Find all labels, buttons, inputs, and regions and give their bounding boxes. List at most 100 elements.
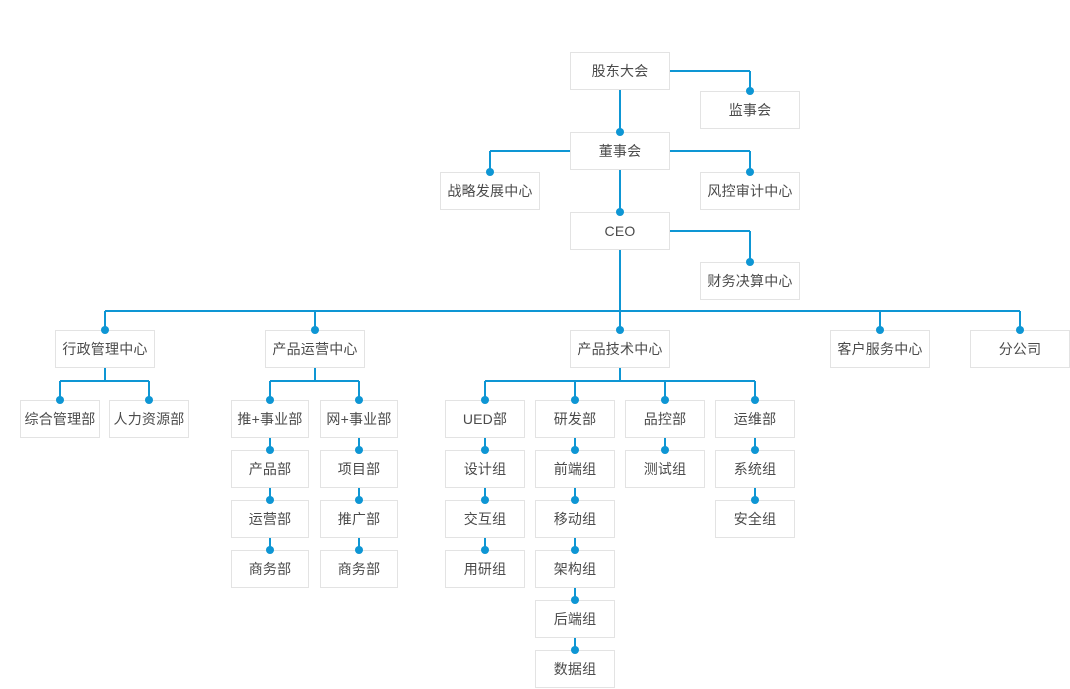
org-node-label: 推广部 bbox=[337, 511, 381, 527]
org-node-label: 商务部 bbox=[248, 561, 292, 577]
org-node[interactable]: 综合管理部 bbox=[20, 400, 100, 438]
org-node-label: 测试组 bbox=[643, 461, 687, 477]
connector-dot-icon bbox=[481, 546, 489, 554]
connector-dot-icon bbox=[355, 496, 363, 504]
connector-dot-icon bbox=[616, 208, 624, 216]
connector-dot-icon bbox=[746, 168, 754, 176]
org-node[interactable]: 客户服务中心 bbox=[830, 330, 930, 368]
org-node-label: 监事会 bbox=[728, 102, 772, 118]
org-node[interactable]: 数据组 bbox=[535, 650, 615, 688]
org-node[interactable]: 人力资源部 bbox=[109, 400, 189, 438]
org-node-label: 安全组 bbox=[733, 511, 777, 527]
org-node-label: 架构组 bbox=[553, 561, 597, 577]
org-node-label: 股东大会 bbox=[591, 63, 649, 79]
org-node[interactable]: 财务决算中心 bbox=[700, 262, 800, 300]
connector-dot-icon bbox=[1016, 326, 1024, 334]
org-node[interactable]: 前端组 bbox=[535, 450, 615, 488]
connector-dot-icon bbox=[616, 326, 624, 334]
org-node[interactable]: 网+事业部 bbox=[320, 400, 398, 438]
connector-dot-icon bbox=[266, 446, 274, 454]
org-node[interactable]: 商务部 bbox=[231, 550, 309, 588]
connector-dot-icon bbox=[751, 446, 759, 454]
org-node[interactable]: 系统组 bbox=[715, 450, 795, 488]
org-node-label: 综合管理部 bbox=[24, 411, 96, 427]
connector-dot-icon bbox=[661, 446, 669, 454]
org-node[interactable]: 研发部 bbox=[535, 400, 615, 438]
org-node-label: 前端组 bbox=[553, 461, 597, 477]
connector-dot-icon bbox=[355, 446, 363, 454]
org-node[interactable]: 运营部 bbox=[231, 500, 309, 538]
org-node-label: 运营部 bbox=[248, 511, 292, 527]
org-node[interactable]: 风控审计中心 bbox=[700, 172, 800, 210]
org-node-label: 推+事业部 bbox=[237, 411, 303, 427]
org-node[interactable]: 用研组 bbox=[445, 550, 525, 588]
org-node-label: 产品技术中心 bbox=[577, 341, 663, 357]
org-node[interactable]: 产品部 bbox=[231, 450, 309, 488]
connector-dot-icon bbox=[746, 258, 754, 266]
connector-dot-icon bbox=[571, 396, 579, 404]
org-node-label: 研发部 bbox=[553, 411, 597, 427]
org-node[interactable]: 产品运营中心 bbox=[265, 330, 365, 368]
org-node-label: 系统组 bbox=[733, 461, 777, 477]
connector-dot-icon bbox=[101, 326, 109, 334]
org-node-label: 人力资源部 bbox=[113, 411, 185, 427]
org-node[interactable]: CEO bbox=[570, 212, 670, 250]
org-node-label: 产品部 bbox=[248, 461, 292, 477]
org-node[interactable]: 交互组 bbox=[445, 500, 525, 538]
org-node[interactable]: 项目部 bbox=[320, 450, 398, 488]
org-node[interactable]: 移动组 bbox=[535, 500, 615, 538]
org-node-label: 商务部 bbox=[337, 561, 381, 577]
org-node[interactable]: 战略发展中心 bbox=[440, 172, 540, 210]
connector-dot-icon bbox=[751, 496, 759, 504]
org-node-label: 战略发展中心 bbox=[447, 183, 533, 199]
org-node[interactable]: 安全组 bbox=[715, 500, 795, 538]
connector-dot-icon bbox=[56, 396, 64, 404]
org-node[interactable]: 推+事业部 bbox=[231, 400, 309, 438]
connector-dot-icon bbox=[486, 168, 494, 176]
connector-dot-icon bbox=[571, 646, 579, 654]
connector-dot-icon bbox=[266, 496, 274, 504]
org-node[interactable]: 设计组 bbox=[445, 450, 525, 488]
connector-dot-icon bbox=[571, 596, 579, 604]
connector-dot-icon bbox=[661, 396, 669, 404]
connector-dot-icon bbox=[876, 326, 884, 334]
org-node-label: UED部 bbox=[462, 411, 508, 427]
org-node[interactable]: 董事会 bbox=[570, 132, 670, 170]
org-node[interactable]: 分公司 bbox=[970, 330, 1070, 368]
org-node-label: 财务决算中心 bbox=[707, 273, 793, 289]
org-node[interactable]: 产品技术中心 bbox=[570, 330, 670, 368]
org-node-label: 产品运营中心 bbox=[272, 341, 358, 357]
org-node-label: 设计组 bbox=[463, 461, 507, 477]
org-node[interactable]: 运维部 bbox=[715, 400, 795, 438]
org-node[interactable]: 架构组 bbox=[535, 550, 615, 588]
org-node-label: 风控审计中心 bbox=[707, 183, 793, 199]
connector-dot-icon bbox=[355, 546, 363, 554]
org-node-label: 移动组 bbox=[553, 511, 597, 527]
org-node[interactable]: 测试组 bbox=[625, 450, 705, 488]
org-node-label: 后端组 bbox=[553, 611, 597, 627]
connector-dot-icon bbox=[266, 396, 274, 404]
org-node[interactable]: 品控部 bbox=[625, 400, 705, 438]
org-node[interactable]: 监事会 bbox=[700, 91, 800, 129]
org-node[interactable]: 行政管理中心 bbox=[55, 330, 155, 368]
org-node[interactable]: UED部 bbox=[445, 400, 525, 438]
org-node-label: 客户服务中心 bbox=[837, 341, 923, 357]
org-node-label: 品控部 bbox=[643, 411, 687, 427]
org-node-label: 董事会 bbox=[598, 143, 642, 159]
org-node[interactable]: 股东大会 bbox=[570, 52, 670, 90]
org-node-label: 交互组 bbox=[463, 511, 507, 527]
connector-dot-icon bbox=[481, 446, 489, 454]
org-node[interactable]: 后端组 bbox=[535, 600, 615, 638]
org-node[interactable]: 商务部 bbox=[320, 550, 398, 588]
org-node-label: 分公司 bbox=[998, 341, 1042, 357]
org-node[interactable]: 推广部 bbox=[320, 500, 398, 538]
connector-dot-icon bbox=[746, 87, 754, 95]
connector-dot-icon bbox=[571, 496, 579, 504]
org-node-label: 网+事业部 bbox=[326, 411, 392, 427]
connector-dot-icon bbox=[311, 326, 319, 334]
connector-dot-icon bbox=[481, 396, 489, 404]
connector-dot-icon bbox=[616, 128, 624, 136]
org-node-label: 用研组 bbox=[463, 561, 507, 577]
org-node-label: 运维部 bbox=[733, 411, 777, 427]
